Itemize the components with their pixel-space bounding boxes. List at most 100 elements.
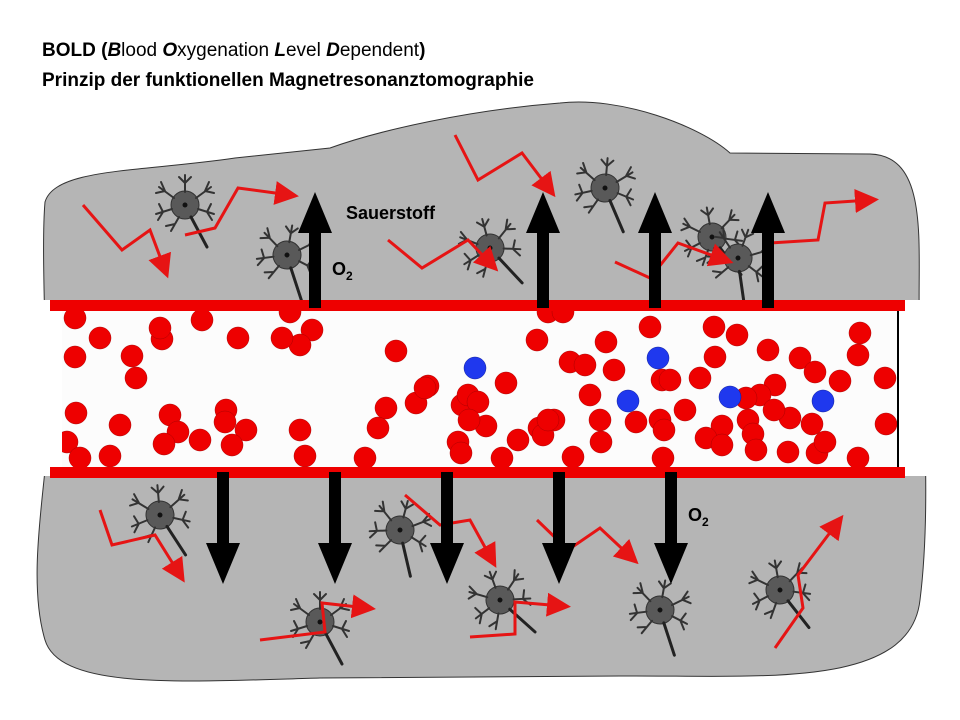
oxygenated-blood-cell bbox=[226, 326, 250, 350]
oxygen-arrow-up bbox=[526, 192, 560, 308]
oxygenated-blood-cell bbox=[652, 418, 676, 442]
signal-arrow bbox=[387, 238, 499, 272]
oxygenated-blood-cell bbox=[756, 338, 780, 362]
signal-arrow bbox=[184, 181, 299, 237]
title-line-2: Prinzip der funktionellen Magnetresonanz… bbox=[42, 70, 534, 91]
oxygen-label-top: O2 bbox=[332, 259, 353, 283]
oxygenated-blood-cell bbox=[120, 344, 144, 368]
oxygen-arrow-down bbox=[430, 472, 464, 584]
signal-arrow bbox=[535, 518, 639, 565]
deoxygenated-blood-cell bbox=[811, 389, 835, 413]
oxygenated-blood-cell bbox=[525, 328, 549, 352]
oxygenated-blood-cell bbox=[828, 369, 852, 393]
oxygen-arrow-down bbox=[654, 472, 688, 584]
oxygenated-blood-cell bbox=[466, 390, 490, 414]
oxygenated-blood-cell bbox=[270, 326, 294, 350]
oxygenated-blood-cell bbox=[688, 366, 712, 390]
oxygenated-blood-cell bbox=[152, 432, 176, 456]
neural-signals bbox=[81, 134, 879, 649]
svg-text:O2: O2 bbox=[688, 505, 709, 529]
vessel-right-end bbox=[898, 300, 960, 476]
oxygenated-blood-cell bbox=[457, 408, 481, 432]
oxygenated-blood-cell bbox=[803, 360, 827, 384]
oxygenated-blood-cell bbox=[813, 430, 837, 454]
deoxygenated-blood-cell bbox=[616, 389, 640, 413]
oxygenated-blood-cell bbox=[703, 345, 727, 369]
vessel-wall-top bbox=[50, 300, 905, 311]
oxygenated-blood-cell bbox=[588, 408, 612, 432]
oxygenated-blood-cell bbox=[288, 418, 312, 442]
oxygenated-blood-cell bbox=[490, 446, 514, 470]
oxygenated-blood-cell bbox=[846, 343, 870, 367]
oxygen-arrow-down bbox=[206, 472, 240, 584]
deoxygenated-blood-cell bbox=[718, 385, 742, 409]
oxygenated-blood-cell bbox=[63, 345, 87, 369]
deoxygenated-blood-cell bbox=[646, 346, 670, 370]
oxygenated-blood-cell bbox=[68, 446, 92, 470]
oxygen-arrow-down bbox=[318, 472, 352, 584]
oxygenated-blood-cell bbox=[293, 444, 317, 468]
oxygenated-blood-cell bbox=[651, 446, 675, 470]
oxygenated-blood-cell bbox=[744, 438, 768, 462]
oxygenated-blood-cell bbox=[624, 410, 648, 434]
oxygen-arrow-down bbox=[542, 472, 576, 584]
oxygenated-blood-cell bbox=[602, 358, 626, 382]
oxygenated-blood-cell bbox=[64, 401, 88, 425]
oxygenated-blood-cell bbox=[673, 398, 697, 422]
signal-arrow bbox=[769, 189, 879, 245]
oxygenated-blood-cell bbox=[98, 444, 122, 468]
oxygenated-blood-cell bbox=[788, 346, 812, 370]
oxygenated-blood-cell bbox=[300, 318, 324, 342]
signal-arrow bbox=[469, 592, 571, 639]
oxygenated-blood-cell bbox=[702, 315, 726, 339]
oxygenated-blood-cell bbox=[494, 371, 518, 395]
oxygenated-blood-cell bbox=[108, 413, 132, 437]
oxygen-arrow-up bbox=[638, 192, 672, 308]
deoxygenated-blood-cell bbox=[463, 356, 487, 380]
oxygenated-blood-cell bbox=[536, 408, 560, 432]
svg-text:O2: O2 bbox=[332, 259, 353, 283]
oxygenated-blood-cell bbox=[384, 339, 408, 363]
oxygenated-blood-cell bbox=[874, 412, 898, 436]
oxygenated-blood-cell bbox=[638, 315, 662, 339]
oxygenated-blood-cell bbox=[374, 396, 398, 420]
signal-arrow bbox=[453, 134, 556, 198]
oxygenated-blood-cell bbox=[710, 433, 734, 457]
oxygen-label-bottom: O2 bbox=[688, 505, 709, 529]
oxygenated-blood-cell bbox=[190, 308, 214, 332]
vessel-left-end bbox=[0, 300, 62, 476]
oxygenated-blood-cell bbox=[188, 428, 212, 452]
oxygenated-blood-cell bbox=[848, 321, 872, 345]
oxygenated-blood-cell bbox=[594, 330, 618, 354]
signal-arrow bbox=[98, 509, 185, 583]
oxygenated-blood-cell bbox=[873, 366, 897, 390]
oxygenated-blood-cell bbox=[220, 433, 244, 457]
signal-arrow bbox=[81, 204, 171, 279]
sauerstoff-label: Sauerstoff bbox=[346, 203, 436, 223]
title: BOLD (Blood Oxygenation Level Dependent)… bbox=[42, 36, 534, 96]
oxygenated-blood-cell bbox=[124, 366, 148, 390]
blood-vessel bbox=[0, 300, 960, 478]
oxygenated-blood-cell bbox=[413, 376, 437, 400]
oxygenated-blood-cell bbox=[449, 441, 473, 465]
oxygenated-blood-cell bbox=[213, 410, 237, 434]
oxygen-arrow-up bbox=[298, 192, 332, 308]
oxygenated-blood-cell bbox=[589, 430, 613, 454]
oxygenated-blood-cell bbox=[148, 316, 172, 340]
blood-cells bbox=[55, 300, 898, 470]
oxygenated-blood-cell bbox=[578, 383, 602, 407]
oxygenated-blood-cell bbox=[234, 418, 258, 442]
oxygenated-blood-cell bbox=[776, 440, 800, 464]
oxygenated-blood-cell bbox=[353, 446, 377, 470]
oxygenated-blood-cell bbox=[366, 416, 390, 440]
oxygen-arrow-up bbox=[751, 192, 785, 308]
oxygenated-blood-cell bbox=[800, 412, 824, 436]
title-line-1: BOLD (Blood Oxygenation Level Dependent) bbox=[42, 40, 426, 61]
oxygenated-blood-cell bbox=[88, 326, 112, 350]
oxygenated-blood-cell bbox=[762, 398, 786, 422]
oxygenated-blood-cell bbox=[658, 368, 682, 392]
signal-arrow bbox=[773, 514, 844, 649]
signal-arrow bbox=[404, 493, 497, 568]
signal-arrow bbox=[259, 594, 376, 642]
